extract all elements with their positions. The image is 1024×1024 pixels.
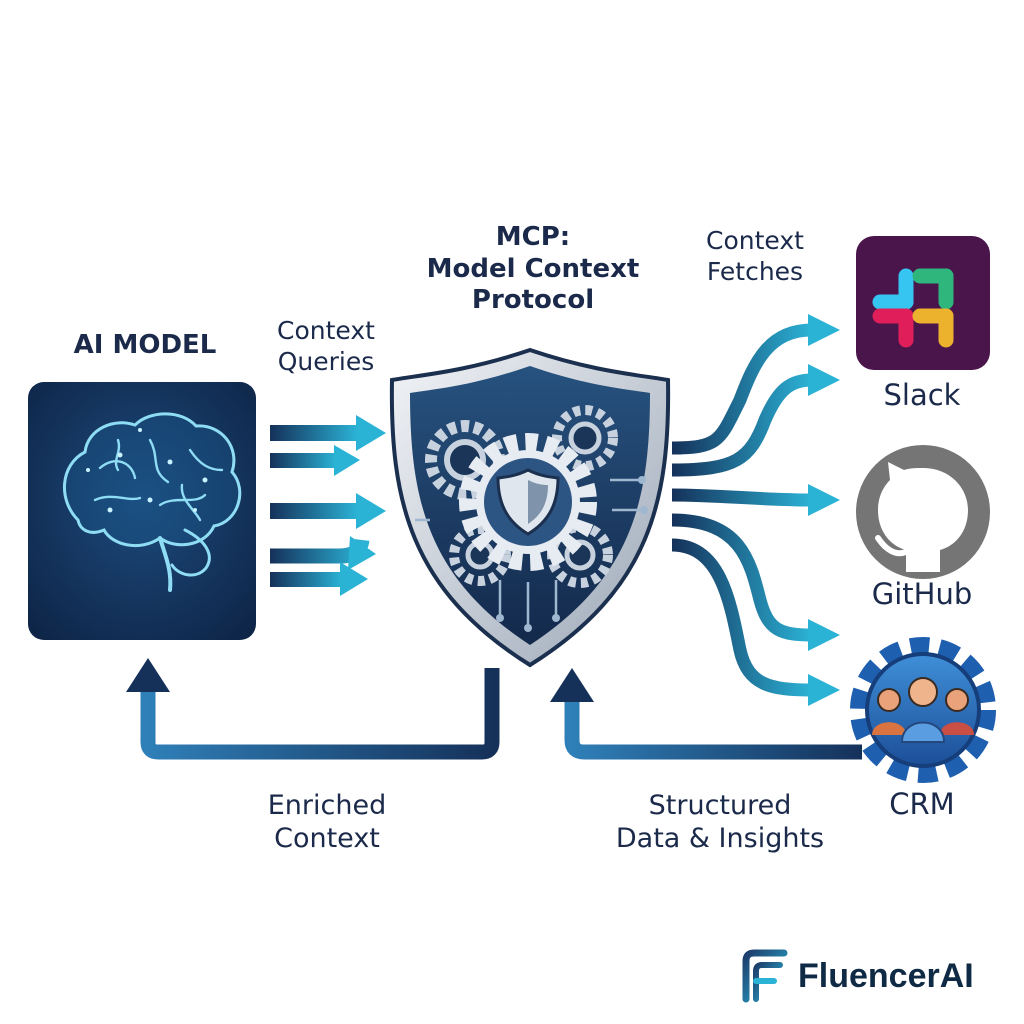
slack-tile[interactable] <box>856 236 990 370</box>
fetch-arrowheads <box>808 314 840 706</box>
brand-logo[interactable]: FluencerAI <box>740 946 974 1006</box>
context-queries-line-2: Queries <box>277 346 375 376</box>
github-label: GitHub <box>871 577 973 611</box>
enriched-context-line-1: Enriched <box>267 790 387 821</box>
github-tile[interactable] <box>856 445 990 579</box>
structured-data-line-2: Data & Insights <box>615 822 825 854</box>
slack-label: Slack <box>883 378 961 412</box>
enriched-context-label: Enriched Context <box>222 790 432 856</box>
mcp-title: MCP: Model Context Protocol <box>388 222 678 317</box>
structured-data-arrow <box>550 668 862 760</box>
brain-icon <box>63 412 242 592</box>
context-queries-line-1: Context <box>277 316 375 345</box>
slack-logo-icon <box>872 268 954 348</box>
mcp-shield[interactable] <box>389 347 671 668</box>
context-fetches-line-2: Fetches <box>706 256 804 286</box>
ai-model-tile[interactable] <box>28 382 256 640</box>
context-fetches-label: Context Fetches <box>680 226 830 287</box>
crm-label: CRM <box>889 787 955 821</box>
ai-model-title: AI MODEL <box>73 330 217 360</box>
context-queries-label: Context Queries <box>256 316 396 377</box>
small-shield-icon <box>496 468 560 536</box>
mcp-title-line-2: Model Context <box>426 253 640 284</box>
crm-tile[interactable] <box>850 637 996 783</box>
crm-gear-people-icon <box>872 677 974 743</box>
structured-data-line-1: Structured <box>648 790 792 821</box>
mcp-title-line-1: MCP: <box>495 222 571 252</box>
context-fetches-line-1: Context <box>706 226 804 255</box>
context-fetch-arrows <box>671 323 813 697</box>
structured-data-label: Structured Data & Insights <box>590 790 850 856</box>
brand-name: FluencerAI <box>798 956 974 995</box>
brain-sparkles <box>86 428 208 513</box>
query-arrow-2 <box>270 445 360 476</box>
query-arrow-1 <box>270 415 386 451</box>
enriched-context-line-2: Context <box>274 822 380 854</box>
query-arrow-4 <box>270 536 376 596</box>
context-query-arrows <box>270 415 386 596</box>
fluencer-logo-icon <box>742 949 788 1003</box>
mcp-title-line-3: Protocol <box>471 285 595 316</box>
github-logo-icon <box>875 462 968 572</box>
enriched-context-arrow <box>126 658 500 760</box>
query-arrow-3 <box>270 493 386 529</box>
